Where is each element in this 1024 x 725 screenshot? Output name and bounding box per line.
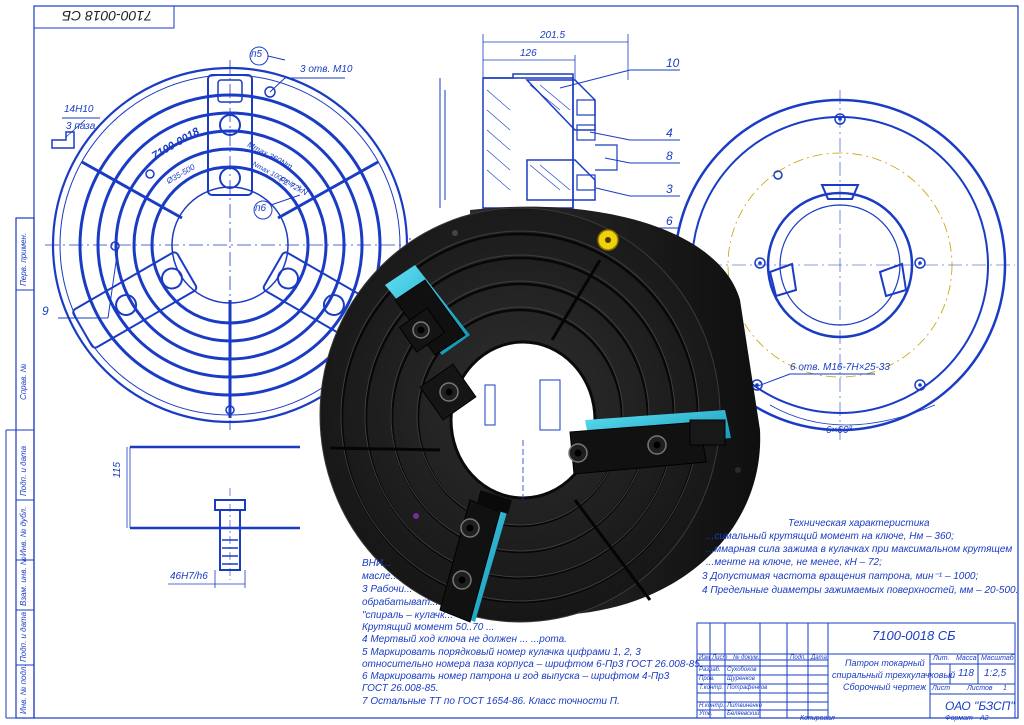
- copied-label: Копировал: [800, 715, 835, 722]
- mass-value: 118: [958, 668, 974, 679]
- side-stamp-6: Подп. и дата: [19, 611, 28, 662]
- fit-label: 46H7/h6: [170, 571, 208, 582]
- role-approved: Утв.: [699, 711, 713, 717]
- role-developer: Разраб.: [699, 667, 721, 673]
- role-checker: Пров.: [699, 676, 715, 682]
- req-b: масле...: [362, 571, 399, 582]
- sheet-label: Лист: [932, 685, 951, 692]
- back-angle-label: 6×60°: [826, 425, 853, 436]
- tech-spec-line5: 4 Предельные диаметры зажимаемых поверхн…: [702, 585, 1019, 596]
- jaw-right: [568, 410, 731, 475]
- title-name-1: Патрон токарный: [845, 658, 925, 668]
- callout-p6: п6: [255, 203, 267, 214]
- top-stamp: [33, 5, 175, 29]
- back-holes-label: 6 отв. M16-7H×25-33: [790, 362, 890, 373]
- drawing-frame: [15, 5, 1019, 719]
- role-ncontrol: Н.контр.: [699, 703, 725, 709]
- req-f: Крутящий момент 50..70 ...: [362, 622, 495, 633]
- req-d: обрабатыват...: [362, 597, 439, 608]
- tech-spec-line2: ...ммарная сила зажима в кулачках при ма…: [706, 544, 1013, 555]
- side-stamp-2: Справ. №: [19, 363, 28, 400]
- leader-10: 10: [666, 56, 680, 70]
- slot-size-label: 14H10: [64, 104, 94, 115]
- leader-8: 8: [666, 149, 673, 163]
- callouts: [58, 46, 345, 319]
- col-sign: Подп.: [790, 655, 806, 661]
- req-g: 4 Мертвый ход ключа не должен ... ...рот…: [362, 634, 567, 645]
- org-name: ОАО "БЗСП": [945, 699, 1015, 713]
- req-l: 7 Остальные ТТ по ГОСТ 1654-86. Класс то…: [362, 696, 620, 707]
- dim-126: 126: [520, 48, 537, 59]
- slots-count-label: 3 паза: [66, 121, 96, 132]
- jaw-lower: [439, 490, 512, 623]
- col-izm: Изм: [699, 655, 711, 661]
- req-c: 3 Рабочи...: [362, 584, 413, 595]
- leader-4: 4: [666, 126, 673, 140]
- scale-value: 1:2,5: [984, 668, 1007, 679]
- side-stamp-7: Инв. № подл.: [19, 664, 28, 714]
- side-stamp-4: Инв. № дубл.: [19, 506, 28, 556]
- title-name-3: Сборочный чертеж: [843, 682, 927, 692]
- role-tcontrol: Т.контр.: [699, 685, 724, 691]
- col-date: Дата: [811, 655, 827, 661]
- back-view-dots: [755, 117, 922, 387]
- person-approved: Беляевский: [727, 711, 760, 717]
- req-e: "спираль – кулачк...: [362, 610, 454, 621]
- side-stamp-cells: [5, 289, 34, 719]
- mass-label: Масса: [956, 655, 977, 662]
- title-block: [696, 622, 1016, 719]
- req-h: 5 Маркировать порядковый номер кулачка ц…: [362, 647, 641, 658]
- section-hatch: [486, 84, 571, 191]
- req-a: ВНИ...: [362, 558, 392, 569]
- req-i: относительно номера паза корпуса – шрифт…: [362, 659, 703, 670]
- dim-115: 115: [112, 462, 123, 478]
- dim-2015: 201.5: [540, 30, 566, 41]
- col-doc: № докум.: [733, 655, 760, 661]
- req-j: 6 Маркировать номер патрона и год выпуск…: [362, 671, 670, 682]
- leader-3: 3: [666, 182, 673, 196]
- person-ncontrol: Литвиненко: [727, 703, 763, 709]
- title-designation: 7100-0018 СБ: [872, 628, 956, 643]
- back-view: [660, 90, 1015, 440]
- person-checker: Щуренков: [727, 676, 755, 682]
- tech-spec-line1: ...симальный крутящий момент на ключе, Н…: [706, 531, 954, 542]
- tech-spec-line3: ...менте на ключе, не менее, кН – 72;: [706, 557, 882, 568]
- holes-m10-label: 3 отв. М10: [300, 64, 353, 75]
- person-tcontrol: Потрафенков: [727, 685, 768, 691]
- person-developer: Сухобоков: [727, 667, 757, 673]
- sheets-label: Листов: [967, 685, 993, 692]
- side-stamp-3: Подп. и дата: [19, 445, 28, 496]
- side-stamp-5: Взам. инв. №: [19, 556, 28, 606]
- tech-spec-line4: 3 Допустимая частота вращения патрона, м…: [702, 571, 979, 582]
- format-value: A2: [980, 715, 989, 722]
- top-stamp-text: 7100-0018 СБ: [62, 8, 153, 24]
- sheets-value: 1: [1003, 685, 1007, 692]
- jaw-upper-left: [385, 265, 477, 421]
- tech-spec-title: Техническая характеристика: [788, 518, 930, 529]
- scale-label: Масштаб: [981, 655, 1014, 662]
- req-k: ГОСТ 26.008-85.: [362, 683, 439, 694]
- side-stamp-1: Перв. примен.: [19, 232, 28, 286]
- col-list: Лист: [712, 655, 728, 661]
- format-label: Формат: [945, 715, 973, 722]
- leader-9: 9: [42, 304, 49, 318]
- leader-6: 6: [666, 214, 673, 228]
- lit-label: Лит.: [933, 655, 950, 662]
- title-name-2: спиральный трехкулачковый: [832, 670, 956, 680]
- logo-mark: [145, 169, 155, 179]
- callout-p5: п5: [251, 49, 263, 60]
- jaw-detail: [126, 445, 300, 588]
